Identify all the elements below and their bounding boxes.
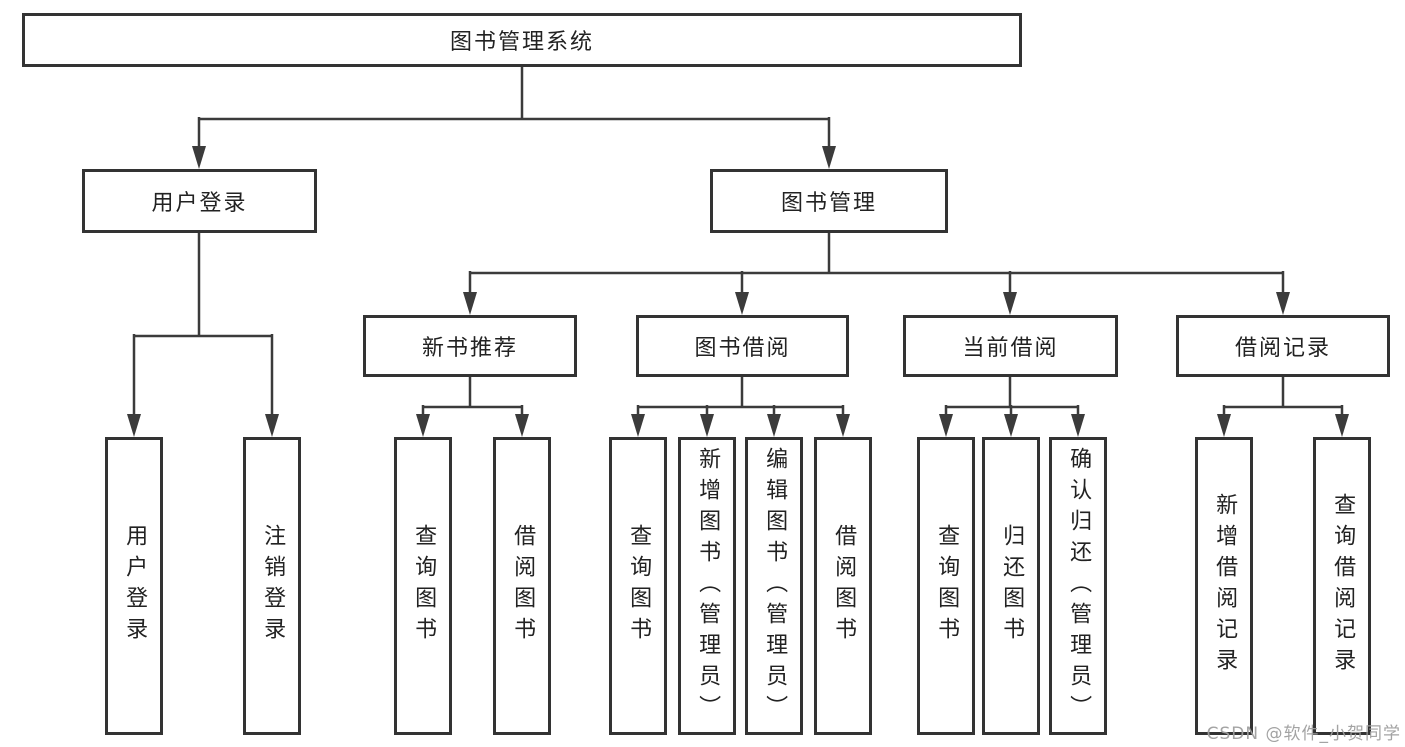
arrowhead-group — [127, 146, 1349, 437]
node-leaf-logout: 注销登录 — [243, 437, 301, 735]
node-label: 当前借阅 — [962, 336, 1059, 361]
connector-line-group — [132, 67, 1344, 419]
arrowhead-icon — [735, 292, 749, 315]
node-leaf-borrow-books-1: 借阅图书 — [493, 437, 551, 735]
node-label: 图书管理 — [780, 191, 877, 216]
node-label: 借阅图书 — [831, 524, 857, 648]
node-label: 用户登录 — [122, 524, 148, 648]
node-label: 图书借阅 — [694, 336, 791, 361]
arrowhead-icon — [939, 414, 953, 437]
arrowhead-icon — [1335, 414, 1349, 437]
node-label: 借阅记录 — [1234, 336, 1331, 361]
node-borrowing-records: 借阅记录 — [1176, 315, 1390, 377]
node-label: 查询图书 — [934, 524, 960, 648]
arrowhead-icon — [1276, 292, 1290, 315]
arrowhead-icon — [192, 146, 206, 169]
arrowhead-icon — [822, 146, 836, 169]
node-label: 借阅图书 — [510, 524, 536, 648]
node-leaf-query-books-2: 查询图书 — [609, 437, 667, 735]
csdn-watermark: CSDN @软件_小贺同学 — [1206, 724, 1401, 744]
node-book-borrowing: 图书借阅 — [636, 315, 849, 377]
node-current-borrowing: 当前借阅 — [903, 315, 1118, 377]
node-leaf-query-books-3: 查询图书 — [917, 437, 975, 735]
node-leaf-query-borrow-record: 查询借阅记录 — [1313, 437, 1371, 735]
arrowhead-icon — [1004, 414, 1018, 437]
node-user-login-branch: 用户登录 — [82, 169, 317, 233]
node-label: 查询借阅记录 — [1330, 493, 1356, 679]
arrowhead-icon — [700, 414, 714, 437]
node-library-management-system: 图书管理系统 — [22, 13, 1022, 67]
connector-borrow-to-leaves — [636, 377, 845, 419]
node-label: 用户登录 — [151, 191, 248, 216]
node-leaf-borrow-books-2: 借阅图书 — [814, 437, 872, 735]
arrowhead-icon — [515, 414, 529, 437]
node-label: 查询图书 — [626, 524, 652, 648]
node-label: 新增图书（管理员） — [695, 446, 721, 726]
node-leaf-return-books: 归还图书 — [982, 437, 1040, 735]
connector-newbooks-to-leaves — [421, 377, 524, 419]
arrowhead-icon — [836, 414, 850, 437]
node-leaf-query-books-1: 查询图书 — [394, 437, 452, 735]
node-leaf-confirm-return-admin: 确认归还（管理员） — [1049, 437, 1107, 735]
arrowhead-icon — [631, 414, 645, 437]
node-new-book-recommendation: 新书推荐 — [363, 315, 577, 377]
node-label: 确认归还（管理员） — [1066, 446, 1092, 726]
connector-bookmgmt-to-level2 — [468, 233, 1285, 296]
node-label: 注销登录 — [260, 524, 286, 648]
node-leaf-add-borrow-record: 新增借阅记录 — [1195, 437, 1253, 735]
node-book-management-branch: 图书管理 — [710, 169, 948, 233]
node-label: 新增借阅记录 — [1212, 493, 1238, 679]
node-label: 归还图书 — [999, 524, 1025, 648]
arrowhead-icon — [265, 414, 279, 437]
connector-current-to-leaves — [944, 377, 1080, 419]
arrowhead-icon — [1071, 414, 1085, 437]
connector-userlogin-to-leaves — [132, 233, 274, 419]
node-label: 图书管理系统 — [449, 30, 594, 55]
connector-records-to-leaves — [1222, 377, 1344, 419]
node-leaf-user-login: 用户登录 — [105, 437, 163, 735]
arrowhead-icon — [767, 414, 781, 437]
node-leaf-add-books-admin: 新增图书（管理员） — [678, 437, 736, 735]
arrowhead-icon — [1217, 414, 1231, 437]
node-label: 查询图书 — [411, 524, 437, 648]
arrowhead-icon — [1003, 292, 1017, 315]
node-label: 编辑图书（管理员） — [762, 446, 788, 726]
arrowhead-icon — [416, 414, 430, 437]
connector-root-to-level1 — [197, 67, 831, 150]
node-leaf-edit-books-admin: 编辑图书（管理员） — [745, 437, 803, 735]
node-label: 新书推荐 — [421, 336, 518, 361]
arrowhead-icon — [463, 292, 477, 315]
arrowhead-icon — [127, 414, 141, 437]
